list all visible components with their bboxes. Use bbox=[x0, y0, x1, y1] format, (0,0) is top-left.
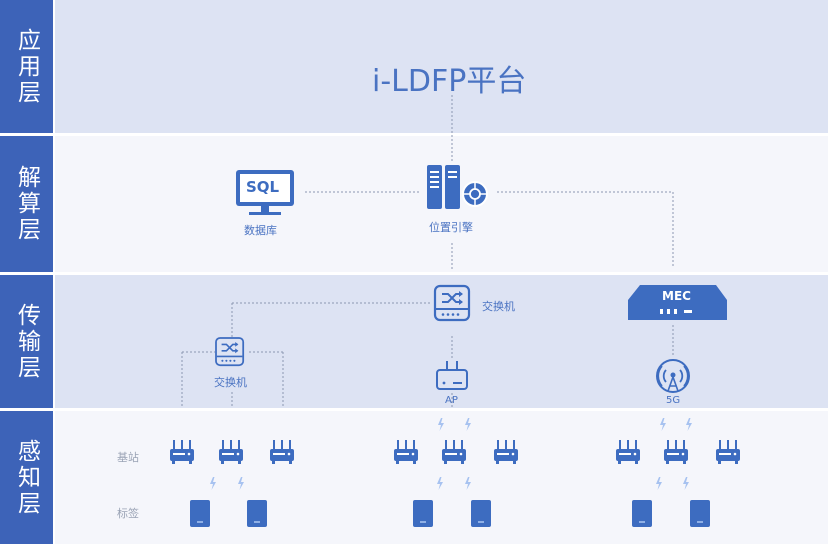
base-station-icon bbox=[494, 440, 518, 464]
base-station-icon bbox=[394, 440, 418, 464]
base-station-icon bbox=[170, 440, 194, 464]
tag-device-icon bbox=[632, 500, 652, 527]
signal-icon bbox=[465, 418, 471, 431]
mec-label: MEC bbox=[662, 289, 691, 303]
tag-device-icon bbox=[413, 500, 433, 527]
base-station-icon bbox=[270, 440, 294, 464]
signal-icon bbox=[686, 418, 692, 431]
base-station-icon bbox=[616, 440, 640, 464]
switch-main-label: 交换机 bbox=[482, 300, 515, 313]
tag-device-icon bbox=[471, 500, 491, 527]
tag-device-icon bbox=[190, 500, 210, 527]
tag-device-icon bbox=[247, 500, 267, 527]
platform-title: i-LDFP平台 bbox=[372, 64, 527, 99]
signal-icon bbox=[465, 477, 471, 490]
engine-server-icon bbox=[427, 165, 488, 209]
layer-label-transport: 传输层 bbox=[0, 275, 53, 408]
database-icon bbox=[236, 170, 294, 215]
base-station-row-label: 基站 bbox=[117, 451, 139, 464]
switch-main-icon bbox=[433, 284, 471, 322]
signal-icon bbox=[660, 418, 666, 431]
base-station-icon bbox=[219, 440, 243, 464]
switch-left-icon bbox=[215, 337, 245, 367]
ap-label: AP bbox=[445, 395, 458, 406]
signal-icon bbox=[437, 477, 443, 490]
signal-icon bbox=[656, 477, 662, 490]
signal-icon bbox=[438, 418, 444, 431]
base-station-icon bbox=[442, 440, 466, 464]
app-layer-band bbox=[55, 0, 828, 133]
switch-left-label: 交换机 bbox=[214, 376, 247, 389]
engine-label: 位置引擎 bbox=[429, 221, 473, 234]
5g-antenna-icon bbox=[656, 359, 690, 393]
sql-screen-text: SQL bbox=[246, 178, 280, 196]
layer-label-sense: 感知层 bbox=[0, 411, 53, 544]
base-station-icon bbox=[716, 440, 740, 464]
database-label: 数据库 bbox=[244, 224, 277, 237]
layer-label-application: 应用层 bbox=[0, 0, 53, 133]
connector-lines bbox=[181, 95, 674, 408]
ap-router-icon bbox=[436, 361, 468, 390]
layer-label-compute: 解算层 bbox=[0, 136, 53, 272]
tag-device-icon bbox=[690, 500, 710, 527]
signal-icon bbox=[210, 477, 216, 490]
base-station-icon bbox=[664, 440, 688, 464]
signal-icon bbox=[683, 477, 689, 490]
mec-box-icon bbox=[628, 285, 727, 320]
signal-icon bbox=[238, 477, 244, 490]
tag-row-label: 标签 bbox=[117, 507, 139, 520]
5g-label: 5G bbox=[666, 395, 681, 406]
